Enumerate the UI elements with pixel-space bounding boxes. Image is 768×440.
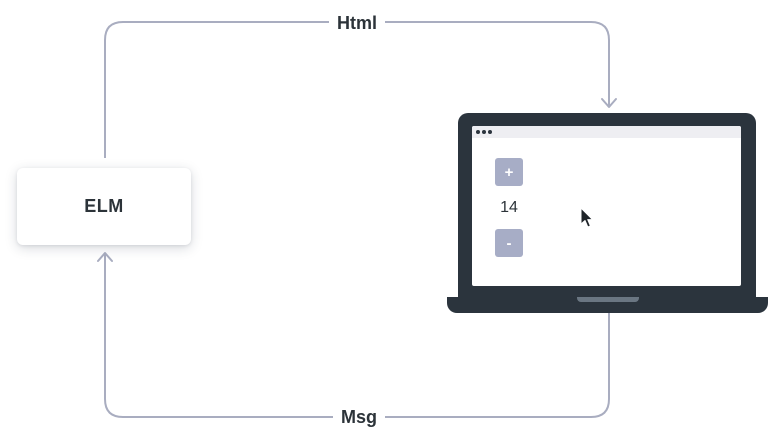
increment-button[interactable]: +	[495, 158, 523, 186]
laptop-base	[447, 297, 768, 313]
window-dot-icon	[476, 130, 480, 134]
msg-arrow-head	[97, 252, 113, 262]
elm-node: ELM	[17, 168, 191, 245]
browser-titlebar	[472, 126, 741, 138]
laptop-screen: + 14 -	[472, 126, 741, 286]
window-dot-icon	[488, 130, 492, 134]
mouse-pointer-icon	[580, 207, 594, 228]
counter-app: + 14 -	[472, 138, 741, 286]
laptop-lid: + 14 -	[458, 113, 756, 297]
window-dot-icon	[482, 130, 486, 134]
laptop-trackpad-notch	[577, 297, 639, 302]
counter-value: 14	[500, 199, 518, 216]
decrement-button[interactable]: -	[495, 229, 523, 257]
msg-edge-label: Msg	[333, 406, 385, 428]
html-edge-label: Html	[329, 12, 385, 34]
elm-node-label: ELM	[84, 196, 124, 216]
html-arrow-head	[601, 98, 617, 108]
